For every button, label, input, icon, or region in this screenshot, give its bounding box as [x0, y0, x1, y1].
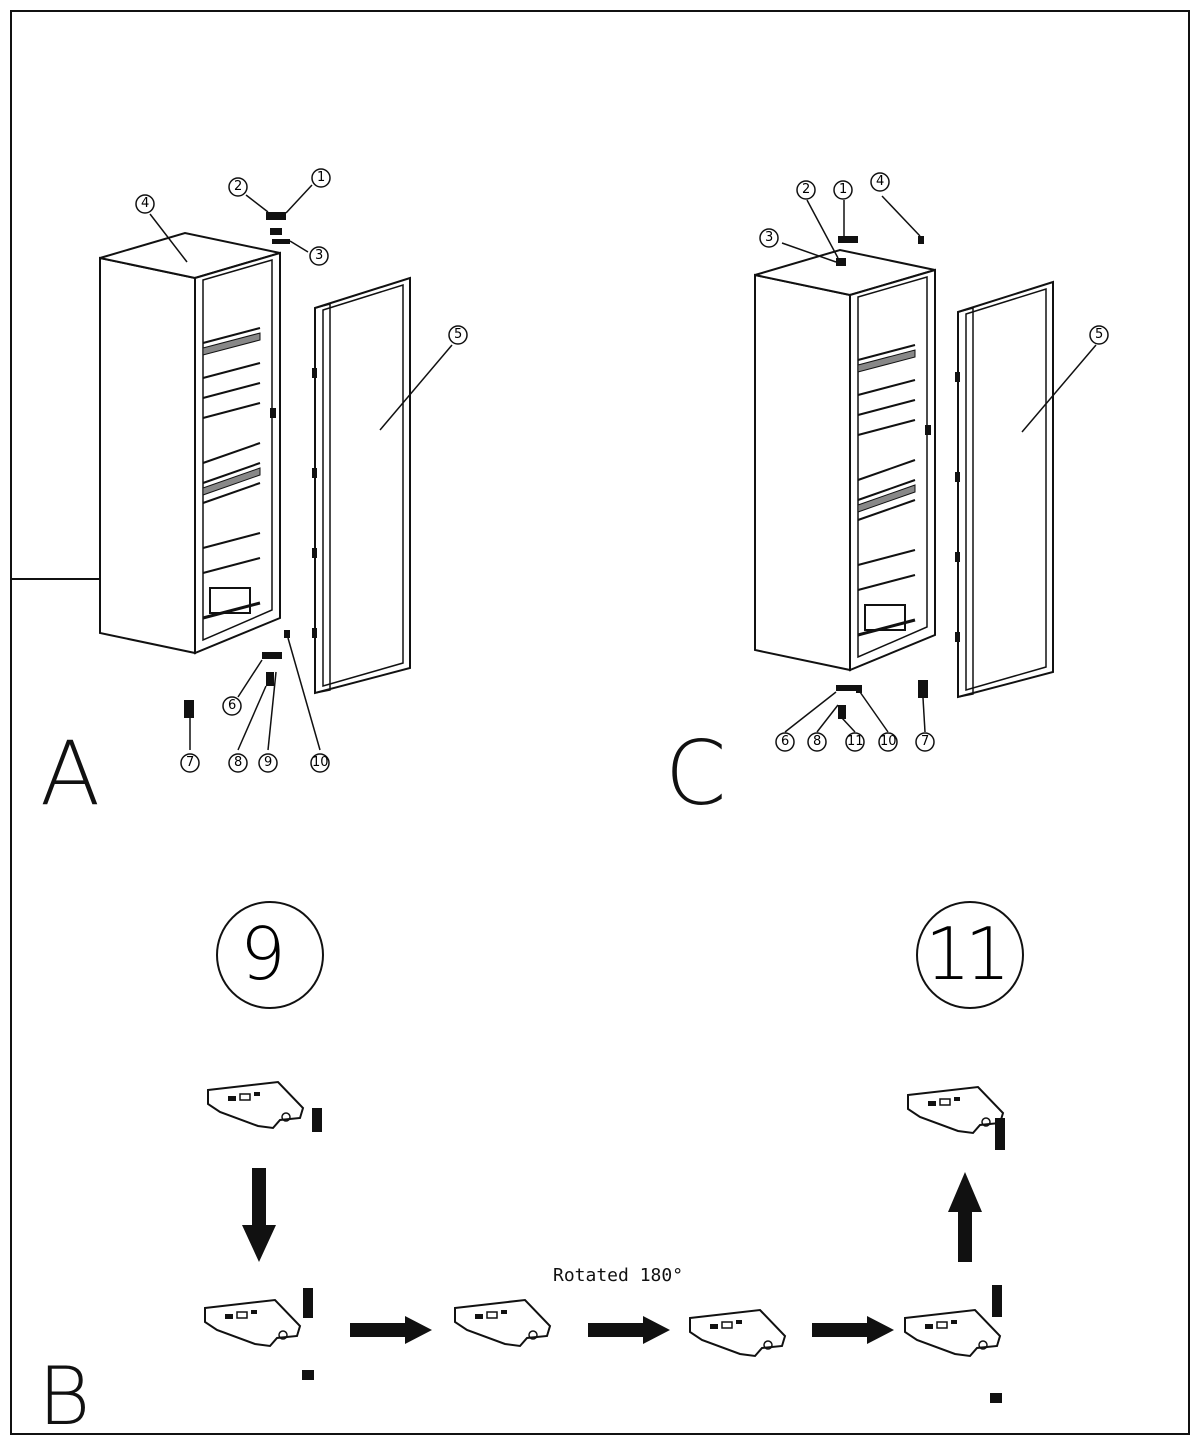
callout-a-9: 9 — [264, 755, 273, 770]
callout-a-8: 8 — [234, 755, 243, 770]
callout-a-10: 10 — [312, 755, 329, 770]
panel-letter-a: A — [40, 722, 101, 825]
leader-lines-a — [149, 184, 453, 751]
top-hinge-a — [266, 212, 286, 220]
arrow-down — [242, 1168, 276, 1262]
rotation-label: Rotated 180° — [553, 1265, 684, 1286]
callout-c-5: 5 — [1095, 327, 1104, 342]
callout-a-6: 6 — [228, 698, 237, 713]
callout-c-8: 8 — [813, 734, 822, 749]
panel-letter-c: C — [665, 722, 727, 825]
fridge-a — [98, 212, 411, 718]
big-label-11: 11 — [925, 912, 1011, 996]
panel-letter-b: B — [38, 1350, 91, 1443]
big-circle-9 — [216, 901, 324, 1009]
margin-line — [10, 578, 100, 580]
callout-c-1: 1 — [839, 182, 848, 197]
callout-c-6: 6 — [781, 734, 790, 749]
arrow-up — [948, 1172, 982, 1262]
fridge-c — [753, 236, 1054, 719]
callout-a-4: 4 — [141, 196, 150, 211]
callout-c-11: 11 — [847, 734, 864, 749]
callout-a-3: 3 — [315, 248, 324, 263]
callout-c-4: 4 — [876, 174, 885, 189]
callout-a-5: 5 — [454, 327, 463, 342]
big-circle-11 — [916, 901, 1024, 1009]
leader-lines-c — [781, 195, 1097, 733]
callout-c-7: 7 — [921, 734, 930, 749]
callout-c-10: 10 — [880, 734, 897, 749]
callout-c-3: 3 — [765, 230, 774, 245]
page-border — [10, 10, 1190, 1435]
hinge-sequence — [204, 1081, 1005, 1403]
callout-a-2: 2 — [234, 179, 243, 194]
callout-a-1: 1 — [317, 170, 326, 185]
callout-a-7: 7 — [186, 755, 195, 770]
big-label-9: 9 — [240, 912, 286, 996]
callout-circles-c — [759, 172, 1109, 752]
callout-circles-a — [135, 168, 468, 773]
callout-c-2: 2 — [802, 182, 811, 197]
foot-part-a — [184, 700, 194, 718]
